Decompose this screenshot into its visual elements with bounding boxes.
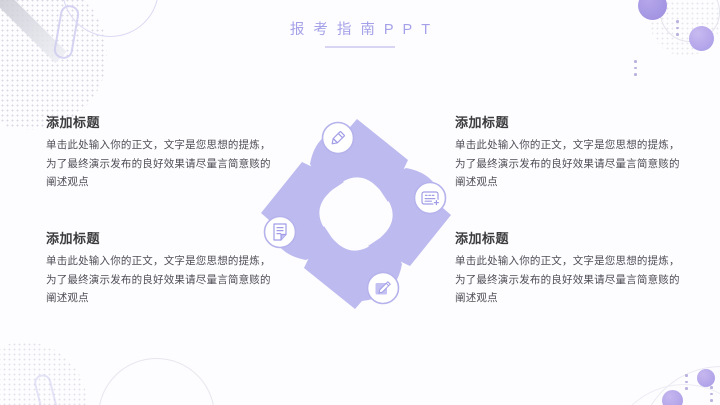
cycle-diagram	[261, 119, 451, 309]
block-title: 添加标题	[455, 231, 510, 246]
block-title: 添加标题	[46, 231, 101, 246]
block-body: 单击此处输入你的正文，文字是您思想的提炼，为了最终演示发布的良好效果请尽量言简意…	[46, 139, 271, 188]
pencil-icon	[321, 121, 355, 155]
dots-decoration-top-right-2	[634, 60, 637, 76]
title-underline	[325, 46, 395, 48]
block-body: 单击此处输入你的正文，文字是您思想的提炼，为了最终演示发布的良好效果请尽量言简意…	[46, 255, 271, 304]
block-title: 添加标题	[455, 115, 510, 130]
form-add-icon	[413, 181, 447, 215]
text-block-top-left[interactable]: 添加标题 单击此处输入你的正文，文字是您思想的提炼，为了最终演示发布的良好效果请…	[46, 112, 277, 192]
cycle-arrows	[261, 119, 451, 309]
text-block-top-right[interactable]: 添加标题 单击此处输入你的正文，文字是您思想的提炼，为了最终演示发布的良好效果请…	[455, 112, 686, 192]
gradient-circle-top-right-2	[689, 26, 714, 51]
text-block-bottom-right[interactable]: 添加标题 单击此处输入你的正文，文字是您思想的提炼，为了最终演示发布的良好效果请…	[455, 228, 686, 308]
block-title: 添加标题	[46, 115, 101, 130]
gradient-circle-bottom-right-1	[697, 369, 715, 387]
dots-decoration-bottom-right-2	[710, 386, 713, 402]
block-body: 单击此处输入你的正文，文字是您思想的提炼，为了最终演示发布的良好效果请尽量言简意…	[455, 139, 680, 188]
edit-square-icon	[366, 271, 400, 305]
document-icon	[263, 215, 297, 249]
dots-decoration-top-right-1	[676, 20, 679, 36]
circle-outline-bottom-left	[98, 358, 215, 405]
block-body: 单击此处输入你的正文，文字是您思想的提炼，为了最终演示发布的良好效果请尽量言简意…	[455, 255, 680, 304]
slide-title[interactable]: 报考指南PPT	[289, 22, 440, 38]
text-block-bottom-left[interactable]: 添加标题 单击此处输入你的正文，文字是您思想的提炼，为了最终演示发布的良好效果请…	[46, 228, 277, 308]
dots-decoration-bottom-right-1	[685, 374, 688, 390]
slide-header: 报考指南PPT	[0, 18, 720, 48]
gradient-circle-top-right-1	[638, 0, 667, 20]
gradient-circle-bottom-right-2	[662, 390, 683, 405]
